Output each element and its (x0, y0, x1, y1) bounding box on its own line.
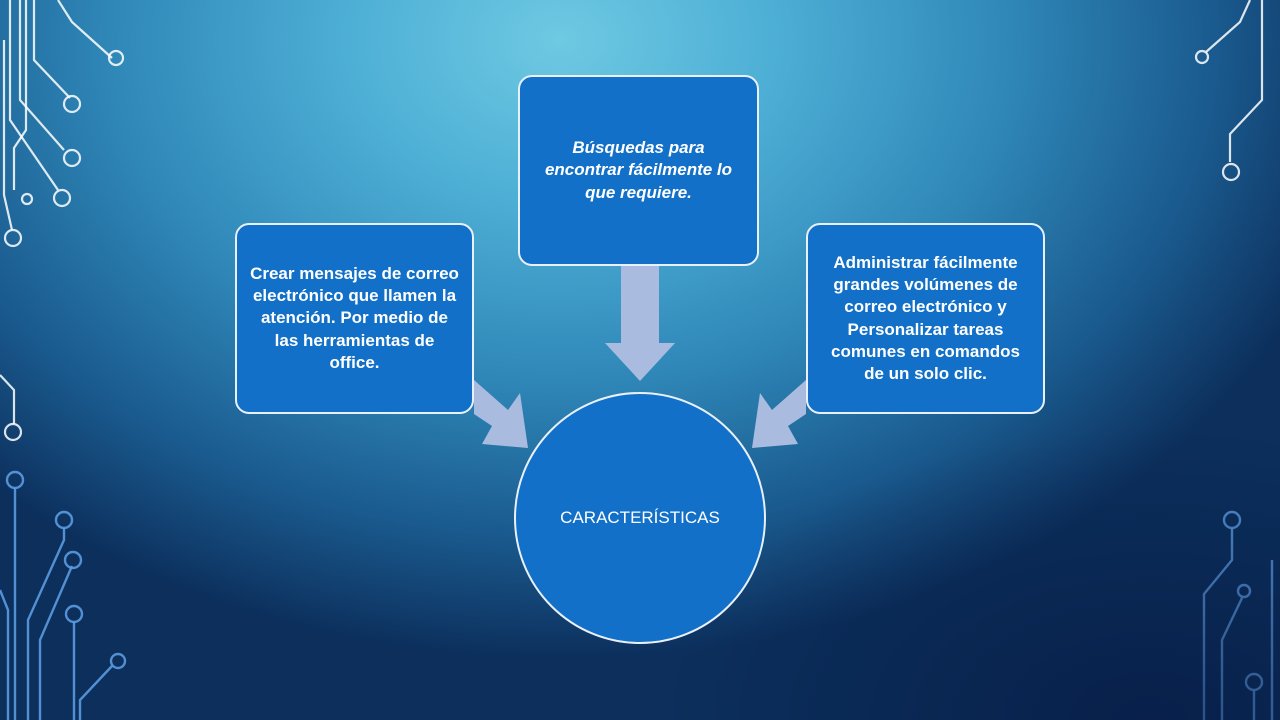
node-left: Crear mensajes de correo electrónico que… (235, 223, 474, 414)
node-top: Búsquedas para encontrar fácilmente lo q… (518, 75, 759, 266)
center-node: CARACTERÍSTICAS (514, 392, 766, 644)
arrow-right-to-center (752, 380, 806, 448)
node-left-text: Crear mensajes de correo electrónico que… (250, 264, 459, 372)
arrow-left-to-center (474, 380, 528, 448)
node-top-text: Búsquedas para encontrar fácilmente lo q… (544, 138, 733, 202)
arrow-top-to-center (605, 266, 675, 381)
center-node-label: CARACTERÍSTICAS (560, 508, 720, 527)
node-right-text: Administrar fácilmente grandes volúmenes… (831, 253, 1020, 383)
node-right: Administrar fácilmente grandes volúmenes… (806, 223, 1045, 414)
